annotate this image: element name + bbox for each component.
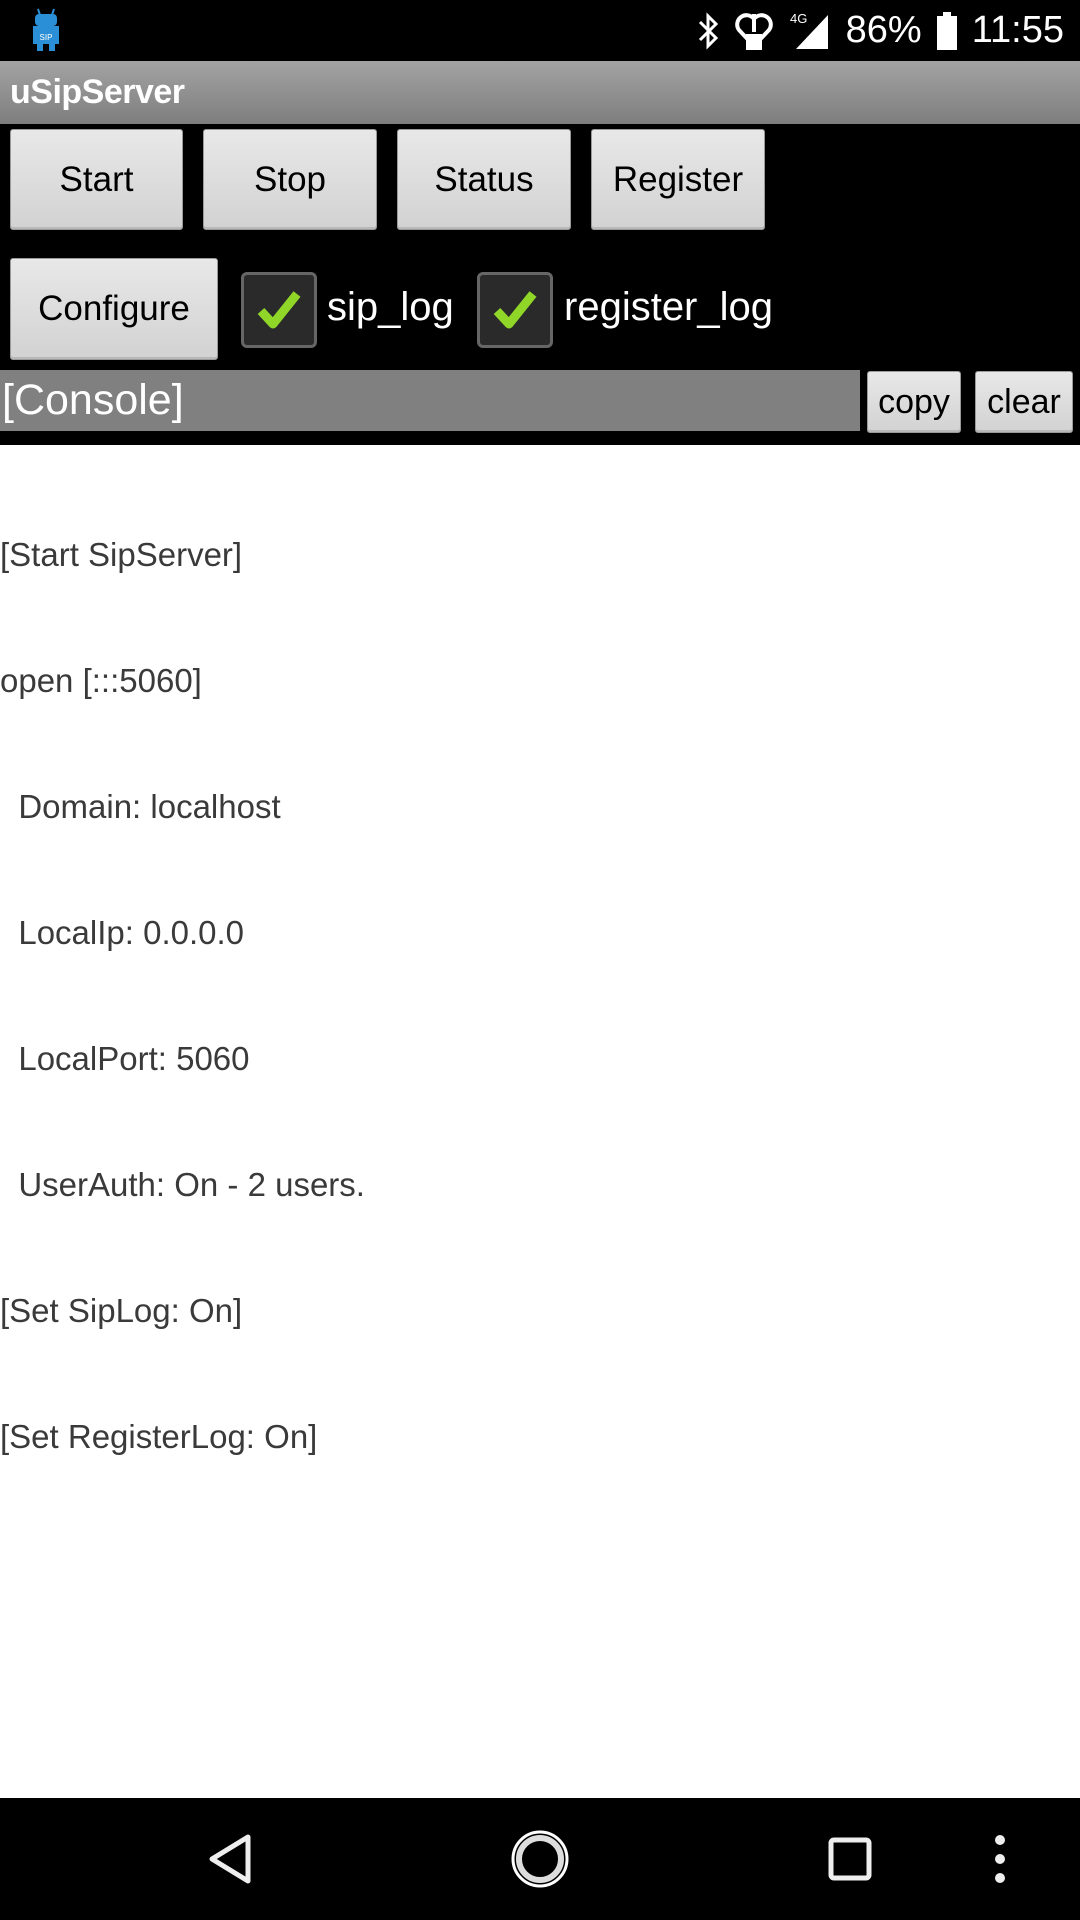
overflow-menu-icon [995, 1835, 1005, 1883]
status-bar: SIP 4G 86% 11:55 [0, 0, 1080, 61]
register-log-checkbox[interactable] [477, 272, 553, 348]
configure-label: Configure [38, 289, 190, 328]
log-line: UserAuth: On - 2 users. [0, 1166, 365, 1203]
health-heart-icon [734, 12, 773, 50]
start-button[interactable]: Start [10, 129, 183, 230]
recents-icon [828, 1837, 872, 1881]
copy-label: copy [878, 382, 950, 421]
bluetooth-icon [698, 11, 718, 50]
back-button[interactable] [190, 1798, 270, 1920]
register-label: Register [612, 159, 744, 199]
navigation-bar [0, 1798, 1080, 1920]
start-label: Start [59, 159, 134, 199]
battery-percent: 86% [845, 9, 922, 51]
clear-label: clear [987, 382, 1061, 421]
log-line: open [:::5060] [0, 662, 202, 699]
log-line: [Set RegisterLog: On] [0, 1418, 318, 1455]
checkmark-icon [257, 291, 301, 329]
overflow-menu-button[interactable] [980, 1798, 1020, 1920]
log-line: [Start SipServer] [0, 536, 243, 573]
svg-text:4G: 4G [790, 11, 807, 26]
status-label: Status [434, 159, 534, 199]
battery-icon [936, 11, 957, 50]
configure-button[interactable]: Configure [10, 258, 218, 360]
app-title-bar: uSipServer [0, 61, 1080, 124]
home-button[interactable] [500, 1798, 580, 1920]
log-line: LocalPort: 5060 [0, 1040, 250, 1077]
copy-button[interactable]: copy [867, 371, 961, 433]
checkmark-icon [493, 291, 537, 329]
stop-label: Stop [254, 159, 326, 199]
home-icon [511, 1830, 569, 1888]
log-line: Domain: localhost [0, 788, 281, 825]
sip-log-checkbox[interactable] [241, 272, 317, 348]
signal-4g-icon: 4G [790, 11, 828, 49]
clock: 11:55 [971, 9, 1064, 51]
log-line: LocalIp: 0.0.0.0 [0, 914, 245, 951]
register-log-label[interactable]: register_log [564, 285, 774, 329]
console-title: [Console] [2, 376, 184, 424]
register-button[interactable]: Register [591, 129, 765, 230]
back-icon [209, 1834, 251, 1884]
svg-text:SIP: SIP [40, 33, 53, 42]
sip-android-icon: SIP [33, 8, 59, 51]
stop-button[interactable]: Stop [203, 129, 377, 230]
recents-button[interactable] [810, 1798, 890, 1920]
sip-log-label[interactable]: sip_log [327, 285, 454, 329]
status-button[interactable]: Status [397, 129, 571, 230]
console-header: [Console] [0, 370, 860, 431]
clear-button[interactable]: clear [975, 371, 1073, 433]
log-line: [Set SipLog: On] [0, 1292, 243, 1329]
console-log: [Start SipServer] open [:::5060] Domain:… [0, 450, 1080, 1542]
app-title: uSipServer [10, 73, 185, 111]
